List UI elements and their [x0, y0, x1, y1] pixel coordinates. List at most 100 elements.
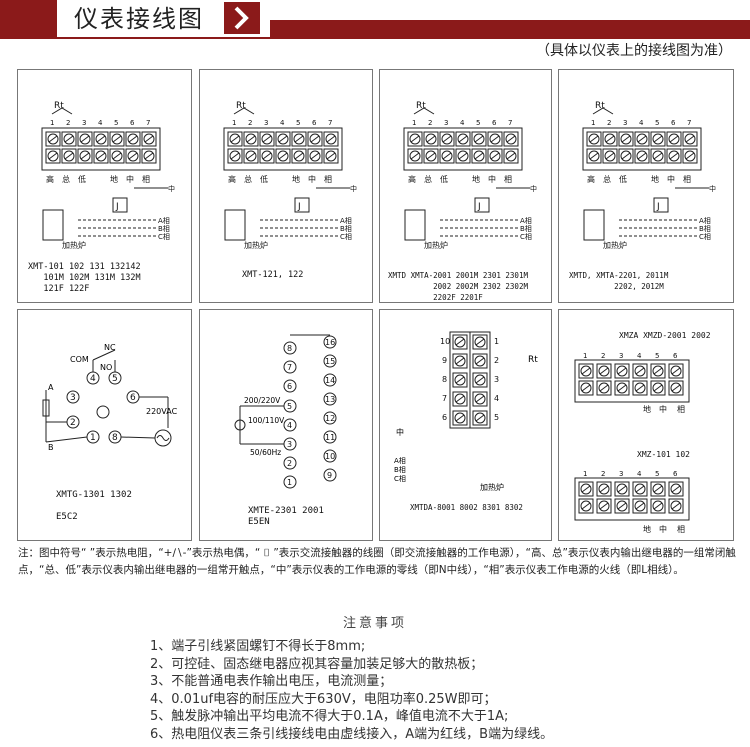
high-label: 高 — [587, 174, 595, 184]
frequency-label: 50/60Hz — [250, 448, 281, 457]
terminal-screw — [506, 152, 516, 160]
svg-text:12: 12 — [325, 414, 335, 423]
terminal-screw — [599, 485, 609, 493]
panel-5-caption: XMTG-1301 1302 E5C2 — [56, 490, 132, 522]
ground-label: 地 — [651, 174, 659, 184]
phase-b-label: B相 — [699, 224, 711, 233]
terminal-screw — [277, 150, 289, 162]
contactor-coil — [474, 197, 490, 213]
svg-text:8: 8 — [442, 375, 447, 384]
terminal-screw — [293, 133, 305, 145]
terminal-number: 3 — [619, 470, 623, 478]
mid-label: 中 — [488, 174, 496, 184]
terminal-screw — [669, 135, 679, 143]
terminal-screw — [293, 150, 305, 162]
terminal-number: 6 — [130, 119, 135, 127]
terminal-number: 1 — [412, 119, 416, 127]
terminal-screw — [80, 135, 90, 143]
terminal-screw — [671, 367, 681, 375]
nc-label: NC — [104, 343, 116, 352]
svg-text:7: 7 — [442, 394, 447, 403]
terminal-number: 3 — [619, 352, 623, 360]
mid-label: 中 — [667, 174, 675, 184]
phase-label: 相 — [142, 174, 150, 184]
phase-a-label: A相 — [520, 216, 532, 225]
phase-c-label: C相 — [158, 232, 170, 241]
terminal-screw — [670, 382, 682, 394]
svg-text:14: 14 — [325, 376, 335, 385]
terminal-screw — [409, 133, 421, 145]
terminal-screw — [636, 150, 648, 162]
terminal-number: 6 — [671, 119, 676, 127]
terminal-block — [403, 127, 523, 171]
svg-text:3: 3 — [287, 440, 292, 449]
mid-label: 中 — [308, 174, 316, 184]
com-label: COM — [70, 355, 89, 364]
terminal-screw — [144, 135, 154, 143]
terminal-screw — [309, 150, 321, 162]
chevron-right-icon — [224, 2, 260, 34]
terminal-screw — [47, 150, 59, 162]
ground-label: 地 — [292, 174, 300, 184]
terminal-block — [41, 127, 161, 171]
svg-text:13: 13 — [325, 395, 335, 404]
terminal-screw — [668, 150, 680, 162]
terminal-number: 4 — [637, 470, 642, 478]
terminal-screw — [580, 483, 592, 495]
terminal-screw — [636, 133, 648, 145]
terminal-number: 3 — [444, 119, 448, 127]
terminal-screw — [455, 338, 465, 346]
low-label: 低 — [619, 174, 627, 184]
terminal-screw — [409, 150, 421, 162]
terminal-screw — [457, 133, 469, 145]
phase-a-label: A相 — [340, 216, 352, 225]
terminal-screw — [581, 502, 591, 510]
terminal-screw — [325, 150, 337, 162]
diagram-line — [233, 107, 255, 115]
heater-label: 加热炉 — [62, 240, 86, 250]
terminal-screw — [617, 367, 627, 375]
mid-label: 中 — [659, 404, 667, 414]
terminal-number: 4 — [460, 119, 465, 127]
terminal-screw — [604, 150, 616, 162]
heater-label: 加热炉 — [603, 240, 627, 250]
page-subtitle: （具体以仪表上的接线图为准） — [536, 43, 732, 59]
terminal-block — [574, 359, 690, 403]
terminal-screw — [588, 133, 600, 145]
terminal-screw — [489, 150, 501, 162]
svg-text:2: 2 — [70, 418, 76, 428]
terminal-screw — [309, 133, 321, 145]
terminal-screw — [671, 384, 681, 392]
phase-c-label: C相 — [699, 232, 711, 241]
notes-item: 1、端子引线紧固螺钉不得长于8mm; — [150, 639, 366, 654]
rt-label: Rt — [54, 101, 64, 111]
terminal-screw — [458, 135, 468, 143]
mid-label: 中 — [709, 184, 716, 193]
terminal-screw — [128, 135, 138, 143]
terminal-screw — [474, 374, 486, 386]
terminal-screw — [505, 150, 517, 162]
mid-label: 中 — [659, 524, 667, 534]
terminal-number: 2 — [601, 352, 605, 360]
svg-text:4: 4 — [287, 421, 292, 430]
terminal-screw — [505, 133, 517, 145]
notes-title: 注意事项 — [342, 616, 407, 631]
page-title: 仪表接线图 — [74, 5, 204, 33]
terminal-screw — [261, 150, 273, 162]
terminal-number: 5 — [296, 119, 300, 127]
diagram-line — [592, 107, 614, 115]
phase-a-label: A相 — [158, 216, 170, 225]
terminal-screw — [95, 133, 107, 145]
header-accent-bar — [0, 0, 57, 38]
page-header: 仪表接线图 — [0, 0, 750, 38]
terminal-screw — [425, 133, 437, 145]
terminal-number: 5 — [476, 119, 480, 127]
terminal-screw — [617, 485, 627, 493]
voltage-200-label: 200/220V — [244, 396, 281, 405]
terminal-screw — [455, 414, 465, 422]
